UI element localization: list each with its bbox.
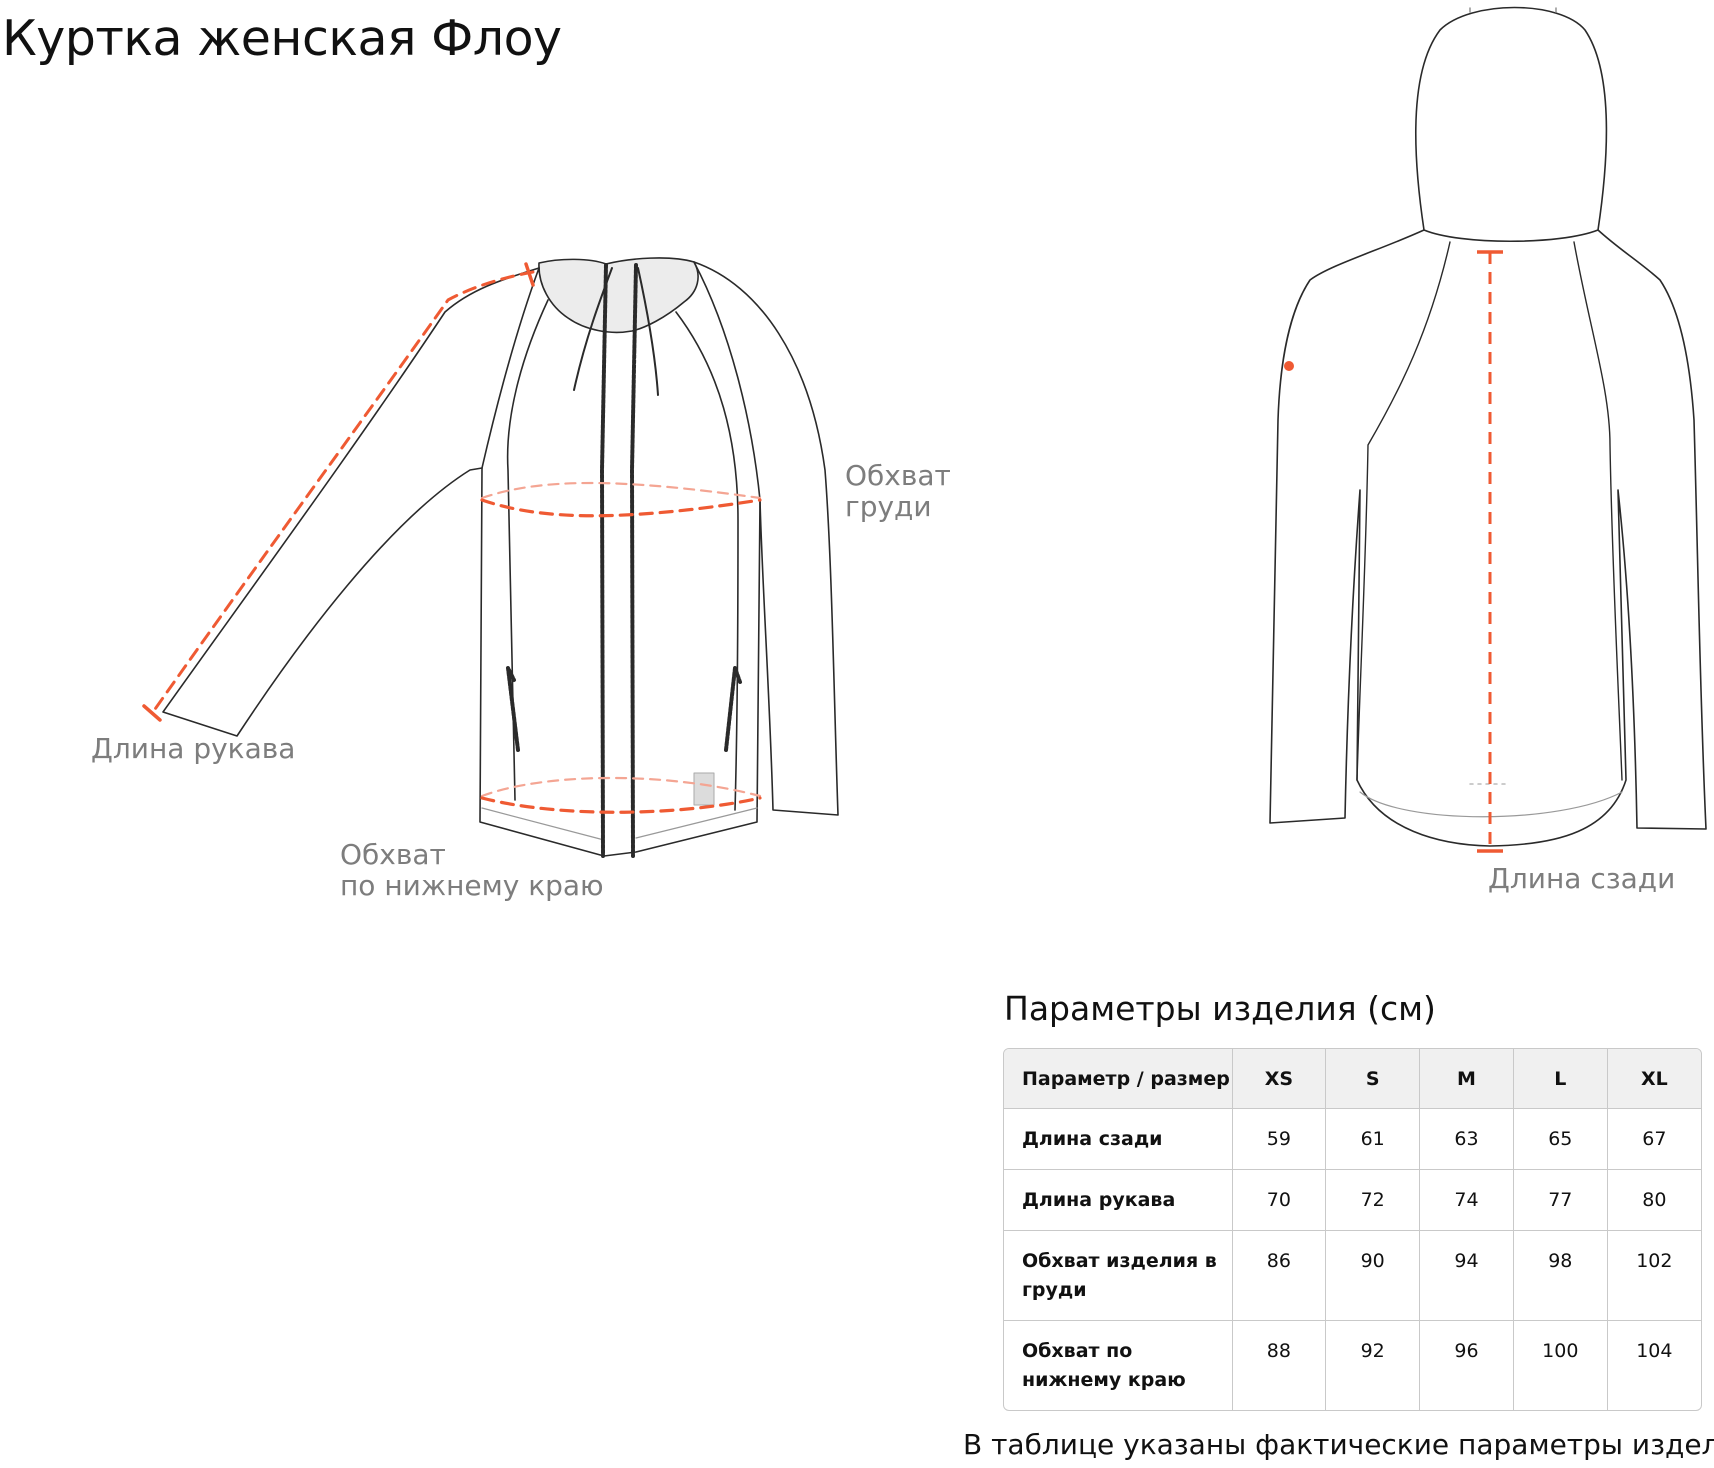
callout-hem-girth: Обхват по нижнему краю: [340, 839, 604, 901]
back-hood: [1415, 6, 1608, 243]
size-table-header-row: Параметр / размер XS S M L XL: [1004, 1049, 1701, 1109]
front-label-tag: [693, 772, 715, 806]
jacket-back-view: [1269, 6, 1707, 847]
size-table-heading: Параметры изделия (см): [1004, 989, 1436, 1028]
table-cell: 90: [1325, 1230, 1421, 1321]
jacket-technical-drawing: [142, 6, 1707, 858]
callout-chest-girth-line2: груди: [845, 490, 932, 523]
sleeve-length-line: [151, 270, 535, 714]
table-cell: 94: [1419, 1230, 1514, 1321]
table-cell: 86: [1232, 1230, 1327, 1321]
back-sleeve-point: [1284, 361, 1294, 371]
table-cell: 72: [1325, 1169, 1421, 1231]
table-cell: 96: [1419, 1320, 1514, 1410]
table-row: Длина рукава 70 72 74 77 80: [1004, 1169, 1701, 1231]
hem-girth-back-arc: [480, 776, 762, 798]
front-hood-collar: [538, 257, 699, 334]
header-param-size: Параметр / размер: [1004, 1049, 1233, 1109]
back-raglan-seam-right: [1573, 241, 1623, 781]
front-raglan-seam-right: [675, 311, 739, 811]
sleeve-length-tick-bottom: [142, 704, 162, 722]
back-hem-line: [1359, 791, 1623, 818]
front-pocket-right: [724, 666, 742, 752]
table-row: Длина сзади 59 61 63 65 67: [1004, 1108, 1701, 1170]
front-drawcord-right: [637, 267, 659, 396]
chest-girth-front-arc: [480, 498, 762, 518]
sleeve-length-tick-top: [524, 262, 535, 287]
table-cell: 77: [1513, 1169, 1608, 1231]
table-cell: 70: [1232, 1169, 1327, 1231]
callout-sleeve-length: Длина рукава: [91, 733, 295, 764]
row-param-name: Длина рукава: [1004, 1169, 1233, 1231]
table-cell: 98: [1513, 1230, 1608, 1321]
row-param-name: Обхват изделия в груди: [1004, 1230, 1233, 1321]
header-size-xs: XS: [1232, 1049, 1327, 1109]
callout-hem-girth-line2: по нижнему краю: [340, 869, 604, 902]
table-cell: 104: [1636, 1340, 1673, 1362]
callout-back-length-line1: Длина сзади: [1488, 862, 1676, 895]
callout-hem-girth-line1: Обхват: [340, 838, 446, 871]
table-cell: 63: [1419, 1108, 1514, 1170]
table-cell: 61: [1325, 1108, 1421, 1170]
table-cell: 100: [1513, 1320, 1608, 1410]
front-zipper: [600, 263, 638, 858]
table-cell: 102: [1607, 1230, 1701, 1321]
table-cell: 74: [1419, 1169, 1514, 1231]
table-cell: 92: [1325, 1320, 1421, 1410]
row-param-name: Обхват по нижнему краю: [1004, 1320, 1233, 1410]
back-hood-center-seam: [1469, 7, 1557, 13]
front-sleeve-left: [162, 267, 540, 737]
size-table-container: Параметр / размер XS S M L XL Длина сзад…: [1003, 1048, 1702, 1411]
callout-back-length: Длина сзади: [1488, 863, 1675, 894]
table-cell: 80: [1607, 1169, 1701, 1231]
row-param-name: Длина сзади: [1004, 1108, 1233, 1170]
chest-girth-back-arc: [480, 481, 762, 500]
header-size-s: S: [1325, 1049, 1421, 1109]
table-cell: 67: [1607, 1108, 1701, 1170]
jacket-front-view: [162, 257, 839, 858]
callout-sleeve-length-line1: Длина рукава: [91, 732, 296, 765]
table-cell: 88: [1232, 1320, 1327, 1410]
callout-chest-girth: Обхват груди: [845, 460, 951, 522]
front-sleeve-right: [693, 261, 839, 816]
front-torso: [479, 261, 761, 857]
back-raglan-seam-left: [1356, 241, 1451, 781]
header-size-l: L: [1513, 1049, 1608, 1109]
table-row: Обхват изделия в груди 86 90 94 98 102: [1004, 1230, 1701, 1321]
table-cell: 59: [1232, 1108, 1327, 1170]
page-title: Куртка женская Флоу: [2, 10, 562, 67]
size-table-footnote: В таблице указаны фактические параметры …: [963, 1428, 1714, 1461]
front-drawcord-left: [573, 267, 613, 391]
hem-girth-front-arc: [480, 796, 762, 814]
header-size-xl: XL: [1607, 1049, 1701, 1109]
back-body-outline: [1269, 229, 1707, 847]
front-measurements: [142, 262, 762, 814]
table-row: Обхват по нижнему краю 88 92 96 100 104: [1004, 1320, 1701, 1410]
callout-chest-girth-line1: Обхват: [845, 459, 951, 492]
front-hem-line: [481, 807, 758, 841]
front-pocket-left: [506, 666, 520, 752]
back-measurements: [1284, 250, 1503, 853]
size-table: Параметр / размер XS S M L XL Длина сзад…: [1004, 1049, 1701, 1410]
header-size-m: M: [1419, 1049, 1514, 1109]
table-cell: 65: [1513, 1108, 1608, 1170]
